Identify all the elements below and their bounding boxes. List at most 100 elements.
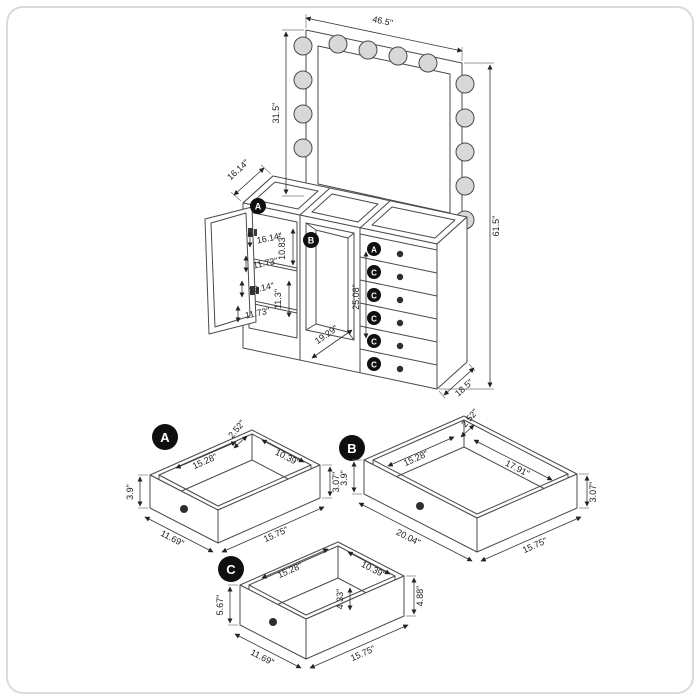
top-tray-right	[371, 206, 456, 239]
light-bulb-icon	[358, 40, 378, 60]
top-tray-center	[311, 193, 379, 223]
detail-c-badge	[218, 556, 244, 582]
dim-a-bottom-right: 15.75"	[262, 524, 290, 544]
light-bulb-icon	[418, 53, 438, 73]
detail-b-letter: B	[347, 441, 356, 456]
door-panel-inset	[210, 212, 251, 328]
drawer-marker-label: C	[371, 361, 377, 370]
detail-a-badge	[152, 424, 178, 450]
light-bulb-icon	[388, 46, 408, 66]
page-border	[6, 6, 694, 694]
hinge-icon	[248, 228, 253, 237]
drawer-knob	[180, 505, 188, 513]
dim-a-top-right: 10.39"	[274, 447, 301, 468]
dim-overall-height: 61.5"	[491, 216, 501, 237]
callout-markers: A B A C C C C C	[250, 198, 381, 371]
drawer-marker-label: C	[371, 292, 377, 301]
marker-b-badge	[303, 232, 319, 248]
drawer-stack	[359, 233, 438, 373]
interior-edge	[347, 232, 355, 239]
marker-a-badge	[250, 198, 266, 214]
dim-center-height: 25.08"	[351, 284, 361, 310]
dim-b-bottom-left: 20.04"	[395, 527, 422, 548]
dim-c-right-height: 4.88"	[415, 586, 425, 607]
drawer-knob	[416, 502, 424, 510]
dim-shelf-height-2: 11.3"	[273, 289, 283, 309]
hinge-icon	[256, 287, 259, 294]
marker-b-label: B	[308, 236, 315, 246]
drawer-divider	[359, 348, 438, 366]
drawer-marker-badge	[367, 334, 381, 348]
drawer-detail-a: A 3.9" 3.07" 11.69" 15.75" 15.28" 10.39"…	[125, 418, 341, 553]
dim-c-left-height: 5.67"	[215, 595, 225, 616]
dim-shelf-height-1: 10.83"	[277, 234, 287, 260]
drawer-knob	[396, 365, 404, 373]
light-bulb-icon	[293, 36, 313, 56]
light-bulb-icon	[293, 138, 313, 158]
vanity-illustration: A B A C C C C C 46.5" 3	[204, 14, 501, 398]
hinge-icon	[254, 229, 257, 236]
detail-c-letter: C	[226, 562, 236, 577]
dim-b-top-right: 17.91"	[504, 458, 531, 479]
detail-a-letter: A	[160, 430, 170, 445]
drawer-marker-badge	[367, 265, 381, 279]
drawer-divider	[359, 233, 438, 251]
drawer-divider	[359, 302, 438, 320]
top-divider	[359, 200, 391, 229]
drawer-divider	[359, 325, 438, 343]
drawer-knob	[396, 342, 404, 350]
dim-b-bottom-right: 15.75"	[521, 535, 549, 555]
light-bulb-icon	[455, 176, 475, 196]
dim-b-top-left: 15.28"	[402, 448, 430, 468]
marker-a-label: A	[255, 202, 262, 212]
drawer-detail-b: B 3.9" 3.07" 20.04" 15.75" 15.28" 17.91"…	[339, 407, 598, 562]
dim-c-bottom-right: 15.75"	[349, 643, 377, 663]
drawer-knob	[396, 273, 404, 281]
detail-b-badge	[339, 435, 365, 461]
dim-c-top-right: 10.39"	[360, 559, 387, 580]
drawer-knob	[396, 250, 404, 258]
dim-top-depth: 16.14"	[225, 157, 251, 182]
light-bulb-icon	[455, 108, 475, 128]
shelf-edge	[248, 257, 298, 269]
interior-edge	[305, 323, 317, 331]
light-bulb-icon	[293, 104, 313, 124]
cabinet-right-side	[436, 216, 468, 390]
drawer-marker-label: C	[371, 338, 377, 347]
drawer-right-face	[476, 473, 578, 553]
center-compartment	[305, 222, 355, 341]
shelf-edge	[248, 260, 298, 272]
dim-a-right-height: 3.07"	[331, 472, 341, 493]
dim-b-top-small: 2.52"	[459, 407, 480, 429]
hinge-icon	[250, 286, 255, 295]
dim-b-right-height: 3.07"	[588, 482, 598, 503]
drawer-marker-badge	[367, 288, 381, 302]
drawer-knob	[396, 296, 404, 304]
interior-edge	[305, 222, 317, 231]
drawer-marker-label: A	[371, 246, 377, 255]
drawer-marker-label: C	[371, 269, 377, 278]
dim-c-top-small: 4.33"	[335, 589, 345, 610]
light-bulb-icon	[328, 34, 348, 54]
dim-mirror-width: 46.5"	[371, 14, 393, 28]
drawer-marker-label: C	[371, 315, 377, 324]
light-bulb-icon	[293, 70, 313, 90]
drawer-divider	[359, 256, 438, 274]
drawer-right-face	[305, 575, 405, 660]
top-tray-left	[254, 181, 319, 210]
dim-base-depth: 18.5"	[453, 377, 475, 398]
door-panel	[204, 206, 257, 335]
light-bulb-icon	[455, 142, 475, 162]
drawer-marker-badge	[367, 242, 381, 256]
light-bulb-icon	[455, 74, 475, 94]
drawer-marker-badge	[367, 311, 381, 325]
drawer-divider	[359, 279, 438, 297]
lighted-mirror	[293, 29, 475, 230]
drawer-knob	[269, 618, 277, 626]
dim-a-left-height: 3.9"	[125, 484, 135, 500]
drawer-marker-badge	[367, 357, 381, 371]
drawer-knob	[396, 319, 404, 327]
dim-b-left-height: 3.9"	[339, 470, 349, 486]
